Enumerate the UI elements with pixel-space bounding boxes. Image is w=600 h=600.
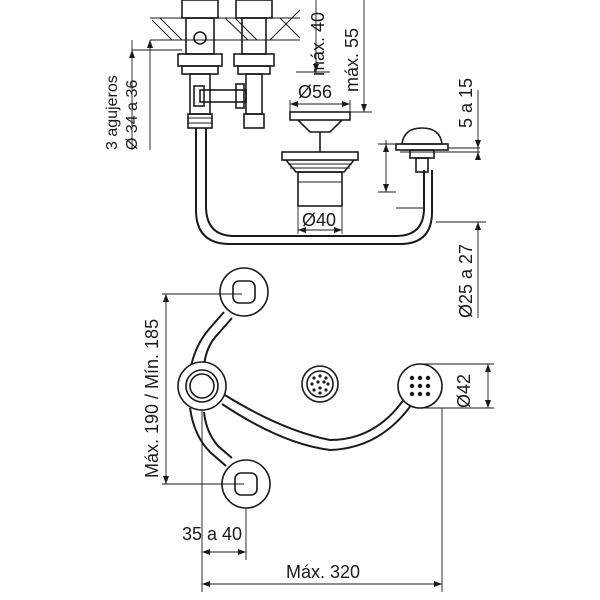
arm-bottom-inner [203, 411, 233, 459]
drain-body [281, 151, 359, 207]
spray-head-top [397, 363, 443, 409]
arm-spray [219, 389, 411, 442]
label-d42: Ø42 [454, 374, 474, 408]
label-5-15: 5 a 15 [456, 78, 476, 128]
dim-d40 [297, 206, 343, 234]
label-d56: Ø56 [298, 82, 332, 102]
side-elevation-view: 3 agujeros Ø 34 a 36 máx. 40 máx. 55 Ø56… [104, 0, 486, 318]
dim-holes-diameter [129, 39, 186, 150]
label-max190-min185: Máx. 190 / Mín. 185 [142, 319, 162, 478]
label-max-55: máx. 55 [342, 28, 362, 92]
spray-head-side [395, 127, 480, 173]
label-35-40: 35 a 40 [182, 524, 242, 544]
label-d25-27: Ø25 a 27 [456, 244, 476, 318]
handle-top [219, 267, 269, 317]
dim-max320 [202, 408, 443, 592]
dim-max190-min185 [162, 293, 244, 485]
label-holes-title: 3 agujeros [104, 75, 121, 150]
dim-max-40-55 [296, 0, 372, 113]
dim-d25-27 [436, 221, 486, 318]
dim-35-40 [201, 410, 247, 592]
dim-drain-depth [378, 140, 424, 209]
label-max320: Máx. 320 [286, 562, 360, 582]
countertop-hatch [150, 9, 301, 41]
hose-inner [205, 128, 425, 237]
drain-top-cap [289, 111, 351, 152]
dim-d56 [289, 100, 351, 112]
arm-spray-inner [221, 397, 417, 452]
dim-5-15 [475, 90, 481, 160]
label-d40: Ø40 [302, 210, 336, 230]
left-valve [177, 0, 223, 129]
plan-view: Máx. 190 / Mín. 185 Ø42 35 a 40 Máx. 320 [142, 267, 494, 592]
connector-tee [193, 83, 247, 109]
arm-top-inner [203, 317, 233, 367]
drain-grille [301, 365, 339, 403]
label-holes-diameter: Ø 34 a 36 [124, 80, 141, 150]
right-valve [233, 0, 275, 129]
spout-center [177, 361, 227, 411]
dim-d42 [424, 363, 494, 409]
label-max-40: máx. 40 [308, 12, 328, 76]
hose-outer [195, 128, 433, 245]
arm-bottom [189, 407, 227, 467]
